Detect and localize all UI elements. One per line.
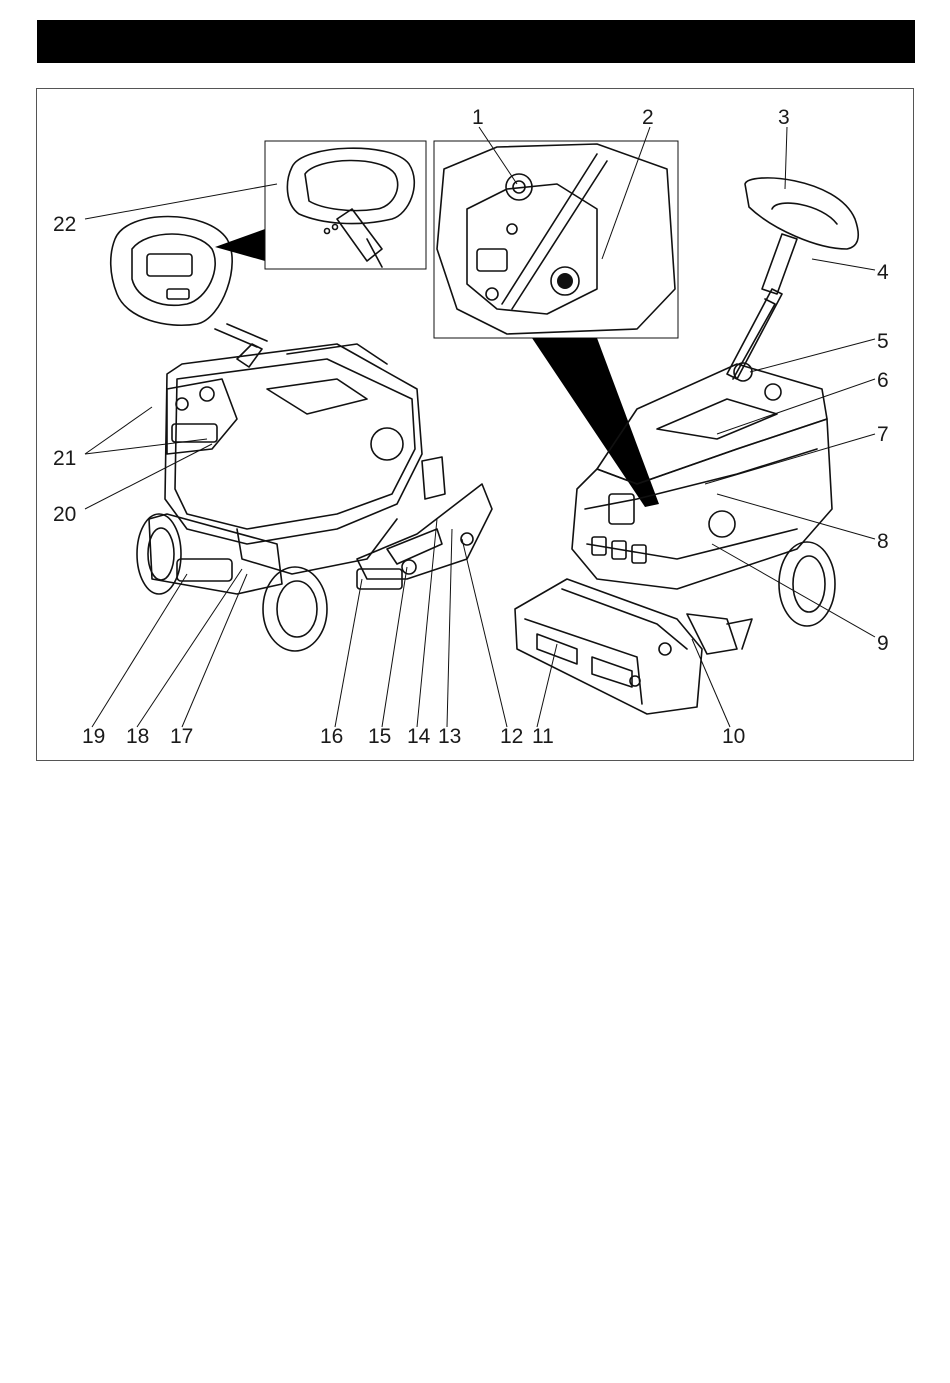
parts-diagram-frame: 1 2 3 4 5 6 7 8 9 10 11 12 13 14 15 16 1… [36,88,914,761]
right-machine-drawing [515,178,858,714]
left-machine-drawing [111,217,492,652]
inset-pointer-wedge [532,338,659,507]
callout-17: 17 [170,725,193,748]
handle-detail-inset [265,141,426,269]
callout-1: 1 [472,106,484,129]
callout-5: 5 [877,330,889,353]
callout-16: 16 [320,725,343,748]
header-bar [37,20,915,63]
callout-4: 4 [877,261,889,284]
callout-20: 20 [53,503,76,526]
callout-15: 15 [368,725,391,748]
panel-detail-inset [434,141,678,338]
callout-10: 10 [722,725,745,748]
callout-21: 21 [53,447,76,470]
callout-14: 14 [407,725,431,748]
callout-18: 18 [126,725,149,748]
callout-13: 13 [438,725,461,748]
callout-7: 7 [877,423,889,446]
callout-22: 22 [53,213,76,236]
leader-lines [85,127,875,727]
callout-19: 19 [82,725,105,748]
callout-8: 8 [877,530,889,553]
callout-2: 2 [642,106,654,129]
machine-parts-illustration: 1 2 3 4 5 6 7 8 9 10 11 12 13 14 15 16 1… [37,89,915,762]
callout-11: 11 [532,725,554,748]
callout-3: 3 [778,106,790,129]
callout-12: 12 [500,725,523,748]
callout-6: 6 [877,369,889,392]
callout-9: 9 [877,632,889,655]
